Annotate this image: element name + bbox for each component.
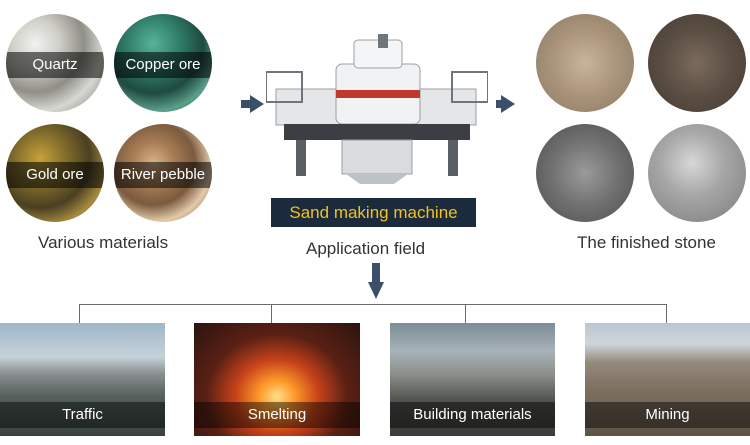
quartz-label: Quartz bbox=[6, 52, 104, 78]
traffic-label: Traffic bbox=[0, 402, 165, 428]
gold-ore-photo: Gold ore bbox=[6, 124, 104, 222]
smelting-photo: Smelting bbox=[194, 323, 360, 436]
copper-ore-label: Copper ore bbox=[114, 52, 212, 78]
application-field-caption: Application field bbox=[306, 239, 426, 258]
building-materials-label: Building materials bbox=[390, 402, 555, 428]
gravel-photo bbox=[536, 124, 634, 222]
right-arrow-2-head-icon bbox=[501, 95, 515, 113]
connector-drop-3 bbox=[465, 304, 466, 323]
connector-line bbox=[79, 304, 667, 305]
right-arrow-2-icon bbox=[496, 100, 502, 108]
connector-drop-1 bbox=[79, 304, 80, 323]
machine-name-label: Sand making machine bbox=[271, 198, 476, 227]
copper-ore-photo: Copper ore bbox=[114, 14, 212, 112]
fine-sand-photo bbox=[536, 14, 634, 112]
down-arrow-head-icon bbox=[368, 282, 384, 299]
right-arrow-icon bbox=[241, 100, 251, 108]
connector-drop-4 bbox=[666, 304, 667, 323]
finished-stone-caption: The finished stone bbox=[577, 233, 716, 252]
river-pebble-photo: River pebble bbox=[114, 124, 212, 222]
mining-photo: Mining bbox=[585, 323, 750, 436]
quartz-photo: Quartz bbox=[6, 14, 104, 112]
right-arrow-head-icon bbox=[250, 95, 264, 113]
sand-making-machine-illustration bbox=[266, 34, 488, 184]
various-materials-caption: Various materials bbox=[38, 233, 169, 252]
river-pebble-label: River pebble bbox=[114, 162, 212, 188]
building-materials-photo: Building materials bbox=[390, 323, 555, 436]
gold-ore-label: Gold ore bbox=[6, 162, 104, 188]
dark-sand-photo bbox=[648, 14, 746, 112]
down-arrow-icon bbox=[372, 263, 380, 283]
crushed-stone-photo bbox=[648, 124, 746, 222]
mining-label: Mining bbox=[585, 402, 750, 428]
traffic-photo: Traffic bbox=[0, 323, 165, 436]
smelting-label: Smelting bbox=[194, 402, 360, 428]
connector-drop-2 bbox=[271, 304, 272, 323]
